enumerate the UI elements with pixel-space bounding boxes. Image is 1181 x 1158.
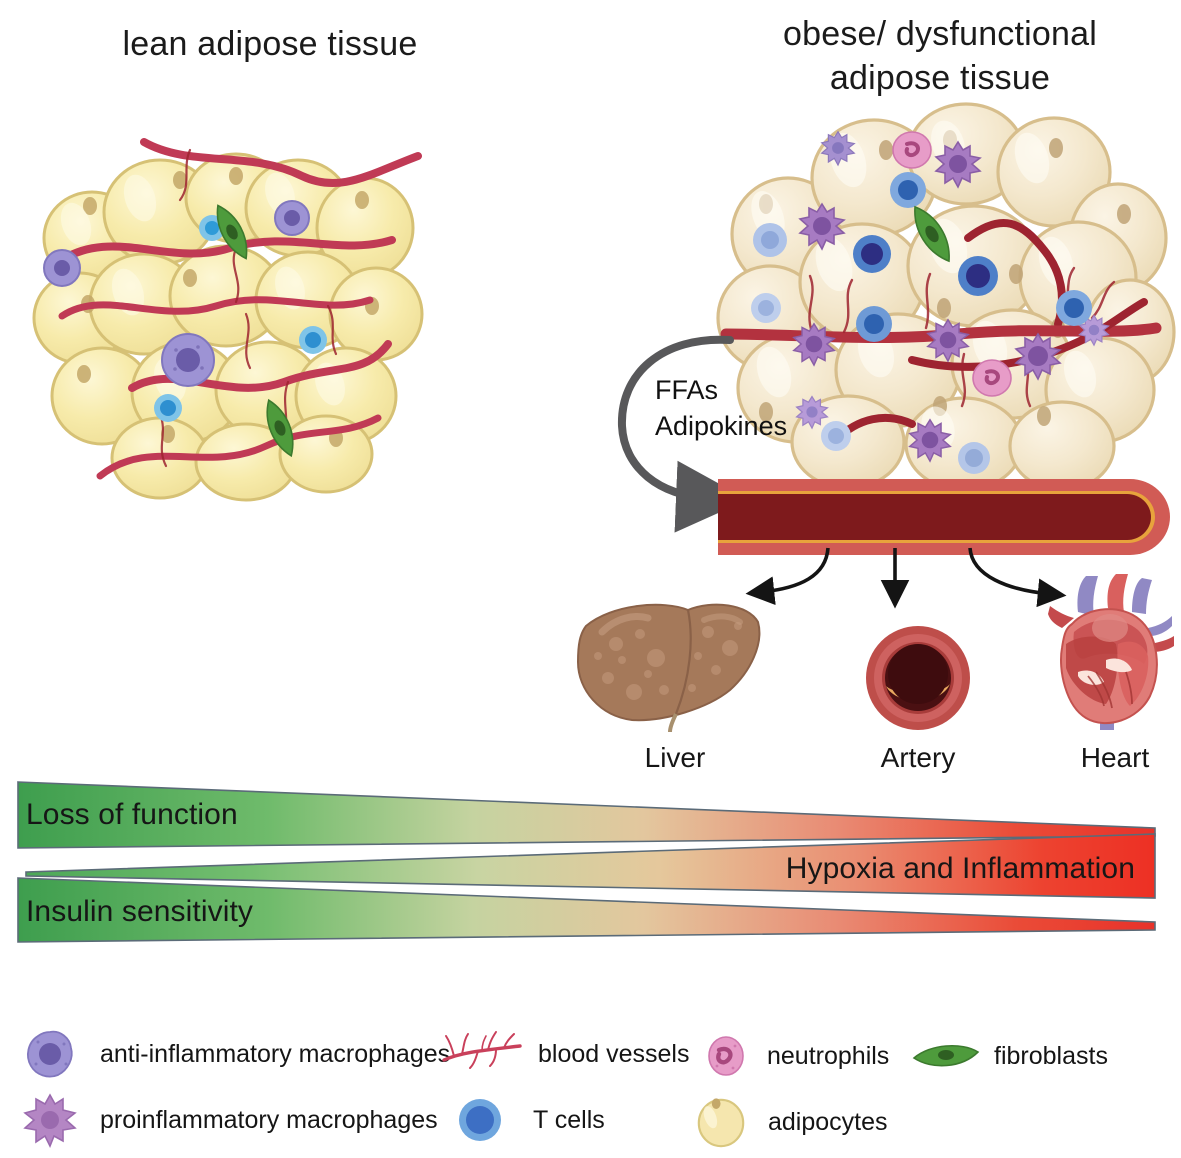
title-obese-line2: adipose tissue [829,59,1051,97]
legend-label-proinflammatory-macrophages: proinflammatory macrophages [100,1105,438,1134]
organ-label-heart: Heart [1080,742,1150,773]
lean-macrophages [43,200,310,387]
blood-vessel-icon [440,1026,524,1082]
gradient-bars-group [17,781,1156,943]
ffas-adipokines-label: FFAs Adipokines [655,372,855,444]
organ-label-liver: Liver [644,742,706,773]
page-title-obese: obese/ dysfunctional adipose tissue [720,12,1160,100]
legend-label-fibroblasts: fibroblasts [994,1041,1108,1070]
obese-t-cells [751,172,1092,474]
bar-label-insulin-sensitivity: Insulin sensitivity [26,895,253,928]
title-obese-line1: obese/ dysfunctional [783,15,1097,53]
obese-proinflammatory-macrophages [792,130,1110,463]
page-title-lean: lean adipose tissue [60,22,480,66]
neutrophil-icon [705,1028,747,1084]
obese-neutrophils [892,131,1012,397]
legend-item-adipocytes: adipocytes [694,1094,888,1150]
legend-label-blood-vessels: blood vessels [538,1039,690,1068]
adipokines-text: Adipokines [655,411,788,441]
legend-item-proinflammatory-macrophages: proinflammatory macrophages [22,1092,438,1148]
bar-label-hypoxia-inflammation: Hypoxia and Inflammation [785,852,1135,885]
adipocyte-icon [694,1094,748,1150]
bar-hypoxia-inflammation [25,833,1156,899]
lean-fibroblasts [216,204,294,458]
artery-illustration [866,626,970,730]
heart-illustration [1048,574,1174,730]
ffas-adipokines-arrow [617,335,748,533]
legend-item-t-cells: T cells [455,1092,605,1148]
legend-item-anti-inflammatory-macrophages: anti-inflammatory macrophages [22,1026,450,1082]
organ-label-artery: Artery [880,742,956,773]
blood-vessel-tube [718,479,1170,555]
legend-label-anti-inflammatory-macrophages: anti-inflammatory macrophages [100,1039,451,1068]
legend-item-blood-vessels: blood vessels [440,1026,689,1082]
macrophage-spiky-icon [22,1092,78,1148]
liver-illustration [576,603,761,733]
organ-arrows [745,547,1067,609]
legend-label-neutrophils: neutrophils [767,1041,890,1070]
obese-adipose-tissue-illustration [716,102,1176,492]
lean-adipose-tissue-illustration [32,138,424,502]
ffas-text: FFAs [655,375,719,405]
legend: anti-inflammatory macrophages proinflamm… [0,1012,1181,1152]
macrophage-smooth-icon [22,1026,78,1082]
legend-label-adipocytes: adipocytes [768,1107,888,1136]
bar-label-loss-of-function: Loss of function [26,798,238,831]
fibroblast-icon [912,1028,980,1084]
t-cell-icon [455,1092,505,1148]
legend-item-neutrophils: neutrophils [705,1028,889,1084]
legend-label-t-cells: T cells [533,1105,605,1134]
bar-insulin-sensitivity [17,877,1156,943]
legend-item-fibroblasts: fibroblasts [912,1028,1108,1084]
obese-fibroblasts [914,205,950,263]
title-lean-text: lean adipose tissue [122,25,418,63]
